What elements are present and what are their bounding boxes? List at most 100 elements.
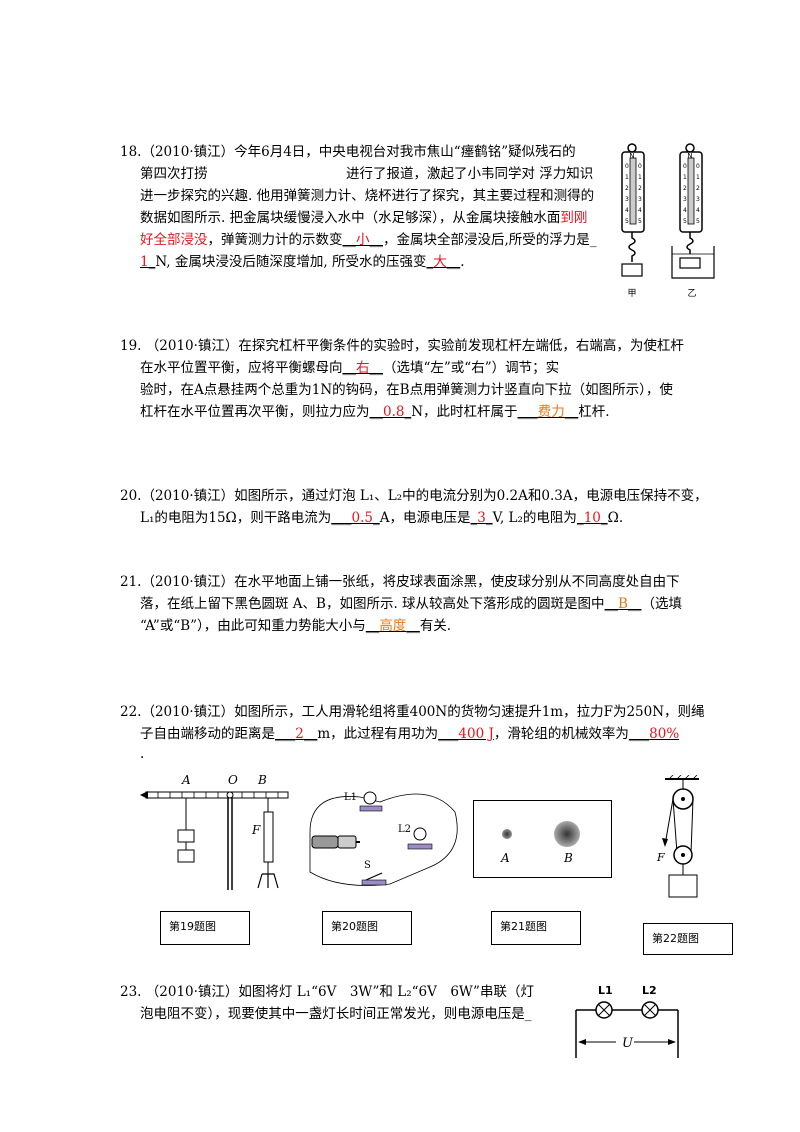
q23-line1: 23. （2010·镇江）如图将灯 L₁“6V 3W”和 L₂“6V 6W”串联… bbox=[120, 984, 534, 1000]
q18-answer-2: 1 bbox=[140, 254, 149, 270]
q19-line4-text: 杠杆在水平位置再次平衡，则拉力应为 bbox=[140, 404, 370, 420]
q22-line2-text: 子自由端移动的距离是 bbox=[140, 726, 275, 742]
q22-line3: . bbox=[140, 746, 145, 762]
scale-tick: 0 bbox=[683, 163, 687, 170]
q21-line2-text: 落，在纸上留下黑色圆斑 A、B，如图所示. 球从较高处下落形成的圆斑是图中 bbox=[140, 596, 605, 612]
q21-answer-2: 高度 bbox=[379, 618, 407, 634]
q18-line6-text: N, 金属块浸没后随深度增加, 所受水的压强变 bbox=[155, 254, 427, 270]
q20-line2: L₁的电阻为15Ω，则干路电流为___0.5_A，电源电压是_3_V, L₂的电… bbox=[140, 510, 624, 526]
spring-scale-yi: N 0 1 2 3 4 5 0 1 2 3 4 5 乙 bbox=[671, 143, 715, 299]
q22-answer-1: 2 bbox=[295, 726, 304, 742]
q18-line4: 数据如图所示. 把金属块缓慢浸入水中（水足够深），从金属块接触水面到刚 bbox=[140, 209, 587, 227]
q20-line2-text: L₁的电阻为15Ω，则干路电流为 bbox=[140, 510, 332, 526]
q20-line2-text2: A，电源电压是 bbox=[379, 510, 471, 526]
q20-answer-2: 3 bbox=[477, 510, 486, 526]
q18-line4-red: 到刚 bbox=[560, 210, 588, 226]
caption-fig21: 第21题图 bbox=[491, 911, 581, 945]
q18-line6: 1_N, 金属块浸没后随深度增加, 所受水的压强变_大__. bbox=[140, 254, 465, 270]
q19-answer-1: 右 bbox=[356, 360, 370, 376]
q19-line2-text2: （选填“左”或“右”）调节；实 bbox=[383, 360, 560, 376]
pulley-label-f: F bbox=[656, 851, 665, 864]
q22-line2-text3: ，滑轮组的机械效率为 bbox=[493, 726, 629, 742]
q21-answer-1: B bbox=[618, 596, 628, 612]
scale-tick: 2 bbox=[638, 185, 642, 192]
scale-tick: 4 bbox=[683, 207, 687, 214]
q22-line2: 子自由端移动的距离是___2__m，此过程有用功为___400 J，滑轮组的机械… bbox=[140, 726, 680, 742]
caption-fig20: 第20题图 bbox=[322, 911, 412, 945]
scale-tick: 1 bbox=[625, 174, 629, 181]
q18-line5: 好全部浸没，弹簧测力计的示数变__小__，金属块全部浸没后,所受的浮力是_ bbox=[140, 232, 597, 248]
q20-answer-1: 0.5 bbox=[351, 510, 373, 526]
scale-tick: 5 bbox=[696, 218, 700, 225]
scale-tick: 5 bbox=[683, 218, 687, 225]
scale-tick: 5 bbox=[625, 218, 629, 225]
label-jia: 甲 bbox=[627, 288, 636, 299]
spot-a bbox=[502, 829, 512, 839]
q18-line4-text: 数据如图所示. 把金属块缓慢浸入水中（水足够深），从金属块接触水面 bbox=[140, 210, 561, 226]
q22-line1: 22.（2010·镇江）如图所示，工人用滑轮组将重400N的货物匀速提升1m，拉… bbox=[120, 704, 705, 720]
q20-line2-text4: Ω. bbox=[607, 510, 624, 526]
caption-fig22: 第22题图 bbox=[643, 923, 733, 955]
q21-line2-text2: （选填 bbox=[641, 596, 682, 612]
scale-tick: 2 bbox=[625, 185, 629, 192]
scale-tick: 3 bbox=[638, 196, 642, 203]
q22-line2-text2: m，此过程有用功为 bbox=[317, 726, 439, 742]
scale-tick: 3 bbox=[683, 196, 687, 203]
scale-tick: 0 bbox=[696, 163, 700, 170]
circuit-label-s: S bbox=[364, 860, 371, 871]
q20-answer-3: 10 bbox=[583, 510, 601, 526]
q19-line4-text2: N，此时杠杆属于 bbox=[411, 404, 518, 420]
q18-line5-red: 好全部浸没 bbox=[140, 232, 208, 248]
q18-answer-1: 小 bbox=[356, 232, 370, 248]
lever-label-f: F bbox=[251, 823, 261, 837]
scale-tick: 2 bbox=[696, 185, 700, 192]
q21-line3-text: “A”或“B”），由此可知重力势能大小与 bbox=[140, 618, 366, 634]
q19-answer-2: 0.8 bbox=[383, 404, 405, 420]
q19-answer-3: 费力 bbox=[537, 404, 565, 420]
scale-tick: 0 bbox=[625, 163, 629, 170]
scale-tick: 3 bbox=[625, 196, 629, 203]
scale-n-label-jia: N bbox=[629, 152, 634, 160]
q20-circuit-figure: L1 L2 S bbox=[309, 791, 458, 886]
q19-line3: 验时，在A点悬挂两个总重为1N的钩码，在B点用弹簧测力计竖直向下拉（如图所示），… bbox=[140, 382, 673, 398]
q19-line4-text3: 杠杆. bbox=[578, 404, 610, 420]
lever-label-b: B bbox=[257, 773, 267, 787]
q22-pulley-figure: F bbox=[656, 775, 699, 898]
spot-label-b: B bbox=[564, 851, 573, 865]
circuit-label-l1: L1 bbox=[344, 792, 357, 803]
q18-spring-scale-figure: N 0 1 2 3 4 5 0 1 2 3 4 5 甲 N 0 1 2 3 4 bbox=[621, 143, 715, 299]
q19-line2-text: 在水平位置平衡，应将平衡螺母向 bbox=[140, 360, 343, 376]
scale-n-label-yi: N bbox=[687, 152, 692, 160]
caption-fig19: 第19题图 bbox=[160, 911, 250, 945]
scale-tick: 0 bbox=[638, 163, 642, 170]
q21-line2: 落，在纸上留下黑色圆斑 A、B，如图所示. 球从较高处下落形成的圆斑是图中__B… bbox=[140, 596, 682, 612]
q19-line4: 杠杆在水平位置再次平衡，则拉力应为__0.8_N，此时杠杆属于___费力__杠杆… bbox=[140, 404, 610, 420]
series-label-u: U bbox=[622, 1036, 634, 1051]
q18-line5-text2: ，金属块全部浸没后,所受的浮力是 bbox=[383, 232, 590, 248]
q19-line2: 在水平位置平衡，应将平衡螺母向__右__（选填“左”或“右”）调节；实 bbox=[140, 360, 560, 376]
q18-line2b: 进行了报道，激起了小韦同学对 浮力知识 bbox=[346, 166, 594, 182]
q20-line2-text3: V, L₂的电阻为 bbox=[492, 510, 577, 526]
label-yi: 乙 bbox=[687, 288, 696, 299]
q18-line5-text: ，弹簧测力计的示数变 bbox=[207, 232, 343, 248]
scale-tick: 4 bbox=[625, 207, 629, 214]
q21-line3: “A”或“B”），由此可知重力势能大小与__高度__有关. bbox=[140, 618, 452, 634]
series-label-l1: L1 bbox=[598, 984, 613, 997]
scale-tick: 4 bbox=[696, 207, 700, 214]
q18-line1: 18.（2010·镇江）今年6月4日，中央电视台对我市焦山“瘗鹤铭”疑似残石的 bbox=[120, 144, 576, 160]
q18-line3: 进一步探究的兴趣. 他用弹簧测力计、烧杯进行了探究，其主要过程和测得的 bbox=[140, 188, 595, 204]
spot-b bbox=[554, 821, 580, 847]
q18-line2a: 第四次打捞 bbox=[140, 166, 208, 182]
q20-line1: 20.（2010·镇江）如图所示，通过灯泡 L₁、L₂中的电流分别为0.2A和0… bbox=[120, 488, 708, 504]
spring-scale-jia: N 0 1 2 3 4 5 0 1 2 3 4 5 甲 bbox=[621, 143, 645, 299]
q21-line3-text2: 有关. bbox=[419, 618, 452, 634]
q23-line2: 泡电阻不变），现要使其中一盏灯长时间正常发光，则电源电压是_ bbox=[140, 1006, 532, 1022]
q22-answer-3: 80% bbox=[649, 726, 680, 742]
q23-series-circuit-figure: L1 L2 U bbox=[575, 984, 679, 1058]
scale-tick: 1 bbox=[683, 174, 687, 181]
q21-spots-figure: A B bbox=[473, 800, 612, 878]
lever-label-a: A bbox=[181, 773, 191, 787]
spot-label-a: A bbox=[501, 851, 510, 865]
scale-tick: 2 bbox=[683, 185, 687, 192]
scale-tick: 1 bbox=[638, 174, 642, 181]
